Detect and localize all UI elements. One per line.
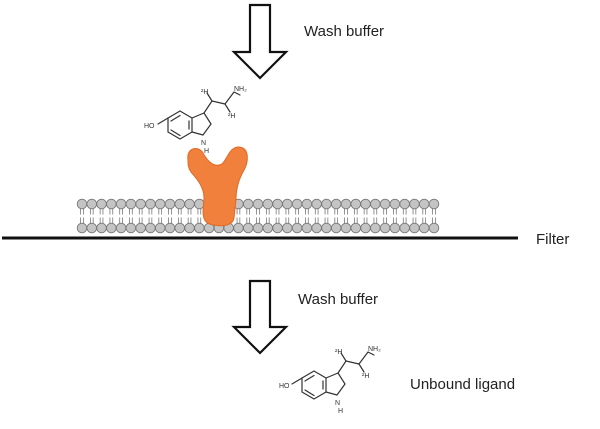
lipid-head: [125, 198, 137, 210]
hydrogen-label: H: [204, 148, 209, 155]
lipid-head: [174, 222, 186, 234]
lipid-head: [350, 198, 362, 210]
lipid-head: [389, 222, 401, 234]
hydrogen-label: H: [338, 408, 343, 415]
lipid-head: [154, 198, 166, 210]
lipid-head: [86, 222, 98, 234]
amine-label: NH₂: [368, 346, 381, 353]
lipid-head: [76, 198, 88, 210]
lipid-head: [360, 198, 371, 210]
bound-ligand: HO NH₂ ²H ²H N H: [144, 86, 247, 155]
lipid-head: [418, 198, 430, 210]
lipid-head: [164, 222, 176, 234]
lipid-head: [370, 198, 381, 210]
lipid-head: [360, 222, 371, 234]
lipid-head: [262, 198, 274, 210]
lipid-head: [115, 198, 127, 210]
wash-arrow-top: [231, 3, 289, 80]
lipid-head: [145, 198, 156, 210]
lipid-head: [252, 222, 264, 234]
lipid-head: [233, 222, 244, 234]
lipid-head: [135, 222, 146, 234]
lipid-head: [311, 198, 322, 210]
lipid-head: [96, 198, 107, 210]
lipid-head: [311, 222, 322, 234]
lipid-head: [86, 198, 98, 210]
lipid-head: [262, 222, 274, 234]
lipid-head: [184, 222, 195, 234]
lipid-head: [330, 198, 342, 210]
wash-buffer-label-bottom: Wash buffer: [298, 291, 378, 308]
lipid-head: [194, 198, 205, 210]
deuterium-label: ²H: [201, 89, 208, 96]
lipid-head: [272, 222, 283, 234]
down-arrow-icon: [231, 279, 289, 355]
lipid-head: [370, 222, 381, 234]
amine-label: NH₂: [234, 86, 247, 93]
lipid-head: [330, 222, 342, 234]
deuterium-label: ²H: [228, 113, 235, 120]
wash-arrow-bottom: [231, 279, 289, 355]
lipid-head: [291, 198, 303, 210]
lipid-head: [409, 222, 420, 234]
lipid-head: [428, 222, 440, 234]
lipid-head: [399, 222, 410, 234]
lipid-head: [154, 222, 166, 234]
lipid-head: [291, 222, 303, 234]
lipid-head: [301, 222, 313, 234]
lipid-head: [282, 198, 293, 210]
lipid-head: [399, 198, 410, 210]
receptor-protein: [187, 146, 248, 227]
unbound-ligand-label: Unbound ligand: [410, 376, 515, 393]
lipid-head: [340, 198, 352, 210]
lipid-head: [389, 198, 401, 210]
lipid-bilayer: [76, 198, 440, 234]
hydroxyl-label: HO: [279, 383, 290, 390]
nitrogen-label: N: [335, 400, 340, 407]
wash-buffer-label-top: Wash buffer: [304, 23, 384, 40]
unbound-ligand: HO NH₂ ²H ²H N H: [279, 346, 381, 415]
down-arrow-icon: [231, 3, 289, 80]
lipid-head: [145, 222, 156, 234]
lipid-head: [252, 198, 264, 210]
lipid-head: [184, 198, 195, 210]
lipid-head: [194, 222, 205, 234]
lipid-head: [301, 198, 313, 210]
lipid-head: [106, 222, 117, 234]
lipid-head: [409, 198, 420, 210]
lipid-head: [340, 222, 352, 234]
hydroxyl-label: HO: [144, 123, 155, 130]
lipid-head: [350, 222, 362, 234]
filter-label: Filter: [536, 231, 569, 248]
lipid-head: [76, 222, 88, 234]
lipid-head: [428, 198, 440, 210]
lipid-head: [418, 222, 430, 234]
lipid-head: [321, 222, 332, 234]
lipid-head: [379, 198, 391, 210]
lipid-head: [96, 222, 107, 234]
lipid-head: [272, 198, 283, 210]
lipid-head: [106, 198, 117, 210]
lipid-head: [174, 198, 186, 210]
deuterium-label: ²H: [362, 373, 369, 380]
lipid-head: [379, 222, 391, 234]
nitrogen-label: N: [201, 140, 206, 147]
deuterium-label: ²H: [335, 349, 342, 356]
lipid-head: [125, 222, 137, 234]
lipid-head: [282, 222, 293, 234]
lipid-head: [135, 198, 146, 210]
lipid-head: [164, 198, 176, 210]
lipid-head: [242, 198, 254, 210]
lipid-head: [115, 222, 127, 234]
lipid-head: [321, 198, 332, 210]
lipid-head: [242, 222, 254, 234]
